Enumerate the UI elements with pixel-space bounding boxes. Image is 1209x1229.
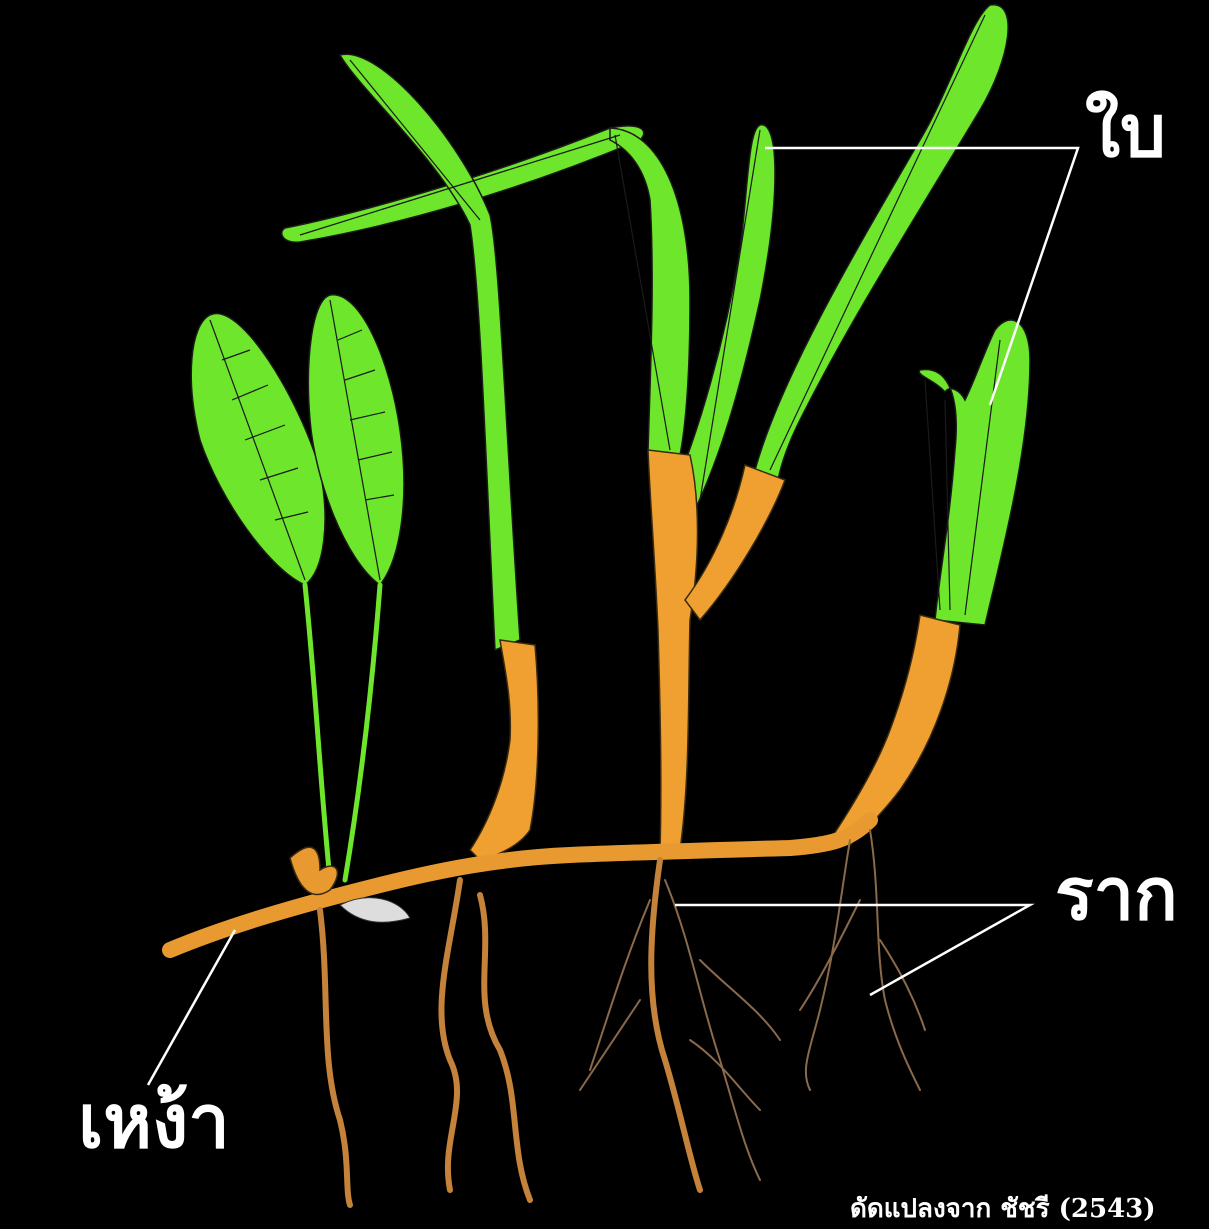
label-root: ราก — [1055, 858, 1178, 930]
oval-leaf-left — [191, 313, 325, 585]
source-credit: ดัดแปลงจาก ชัชรี (2543) — [850, 1188, 1156, 1229]
leader-rhizome — [148, 930, 235, 1085]
leader-root — [675, 905, 1030, 995]
sheath-2 — [648, 450, 698, 852]
roots — [320, 830, 925, 1205]
sheath-4 — [830, 615, 960, 845]
sheath-1 — [470, 640, 538, 860]
label-leaf: ใบ — [1085, 95, 1166, 167]
ribbon-leaf-cluster — [919, 320, 1030, 625]
sheaths — [470, 450, 960, 860]
label-rhizome: เหง้า — [78, 1085, 230, 1159]
oval-leaves — [191, 295, 404, 880]
